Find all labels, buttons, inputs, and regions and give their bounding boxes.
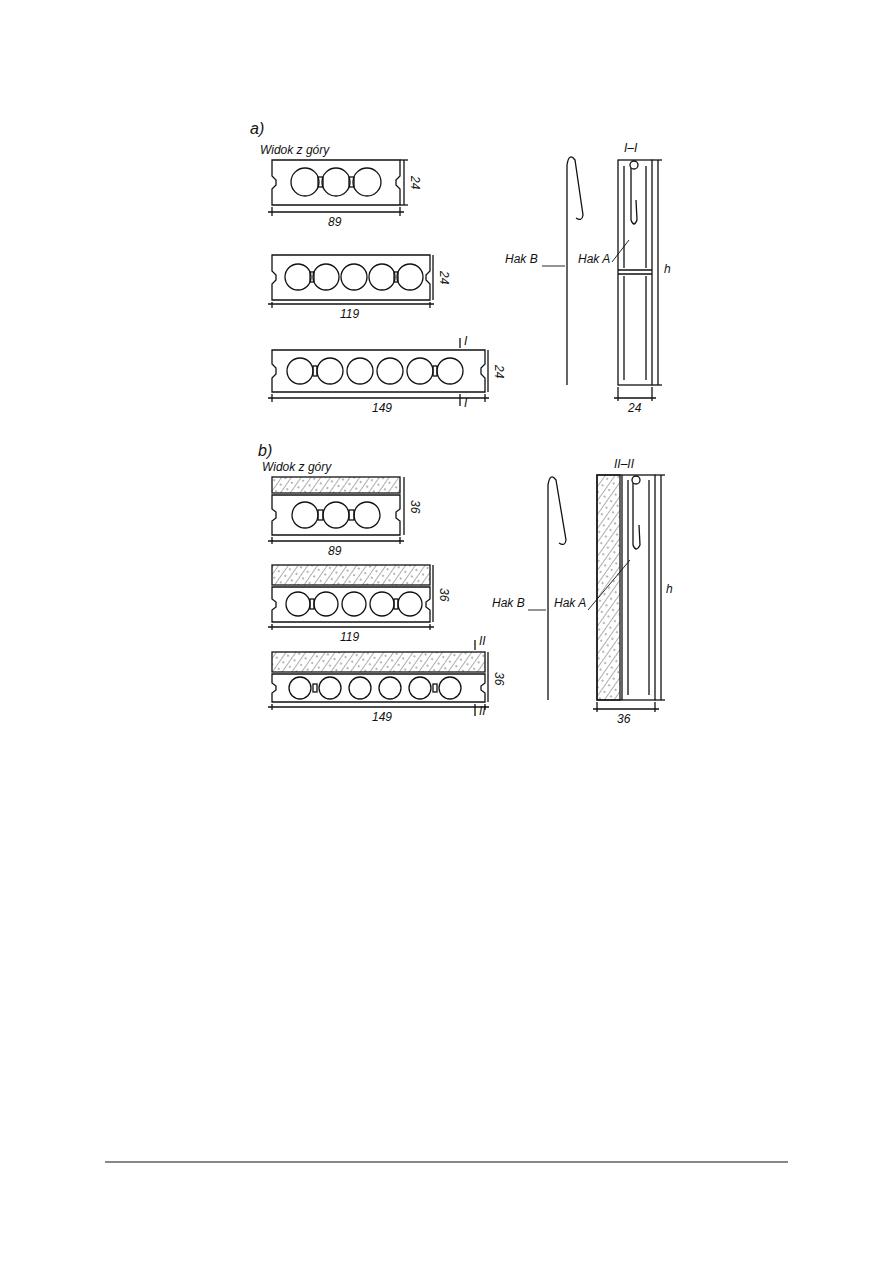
drawing-label: h — [664, 262, 671, 276]
dimension-label: 24 — [437, 271, 451, 284]
dimension-label: 36 — [492, 672, 506, 685]
drawing-label: 149 — [372, 401, 392, 415]
dimension-label: 36 — [437, 588, 451, 601]
drawing-label: I — [464, 396, 467, 410]
drawing-label: 89 — [328, 544, 341, 558]
drawing-label: Hak B — [492, 596, 525, 610]
drawing-label: 24 — [628, 401, 641, 415]
dimension-label: 36 — [408, 500, 422, 513]
drawing-label: II — [479, 634, 486, 648]
drawing-label: II — [479, 704, 486, 718]
drawing-label: 119 — [340, 307, 359, 321]
drawing-label: a) — [250, 122, 264, 136]
drawing-label: 89 — [328, 215, 341, 229]
drawing-label: II–II — [614, 457, 634, 471]
drawing-label: 36 — [617, 712, 630, 726]
drawing-label: I — [464, 334, 467, 348]
drawing-label: I–I — [624, 141, 637, 155]
dimension-label: 24 — [492, 365, 506, 378]
drawing-label: Hak A — [554, 596, 586, 610]
drawing-label: 119 — [340, 630, 359, 644]
drawing-label: Widok z góry — [262, 460, 331, 474]
drawing-label: 149 — [372, 710, 392, 724]
drawing-label: Hak B — [505, 252, 538, 266]
drawing-label: Hak A — [578, 252, 610, 266]
drawing-label: Widok z góry — [260, 143, 329, 157]
drawing-label: b) — [258, 444, 272, 458]
drawing-label: h — [666, 582, 673, 596]
dimension-label: 24 — [408, 176, 422, 189]
